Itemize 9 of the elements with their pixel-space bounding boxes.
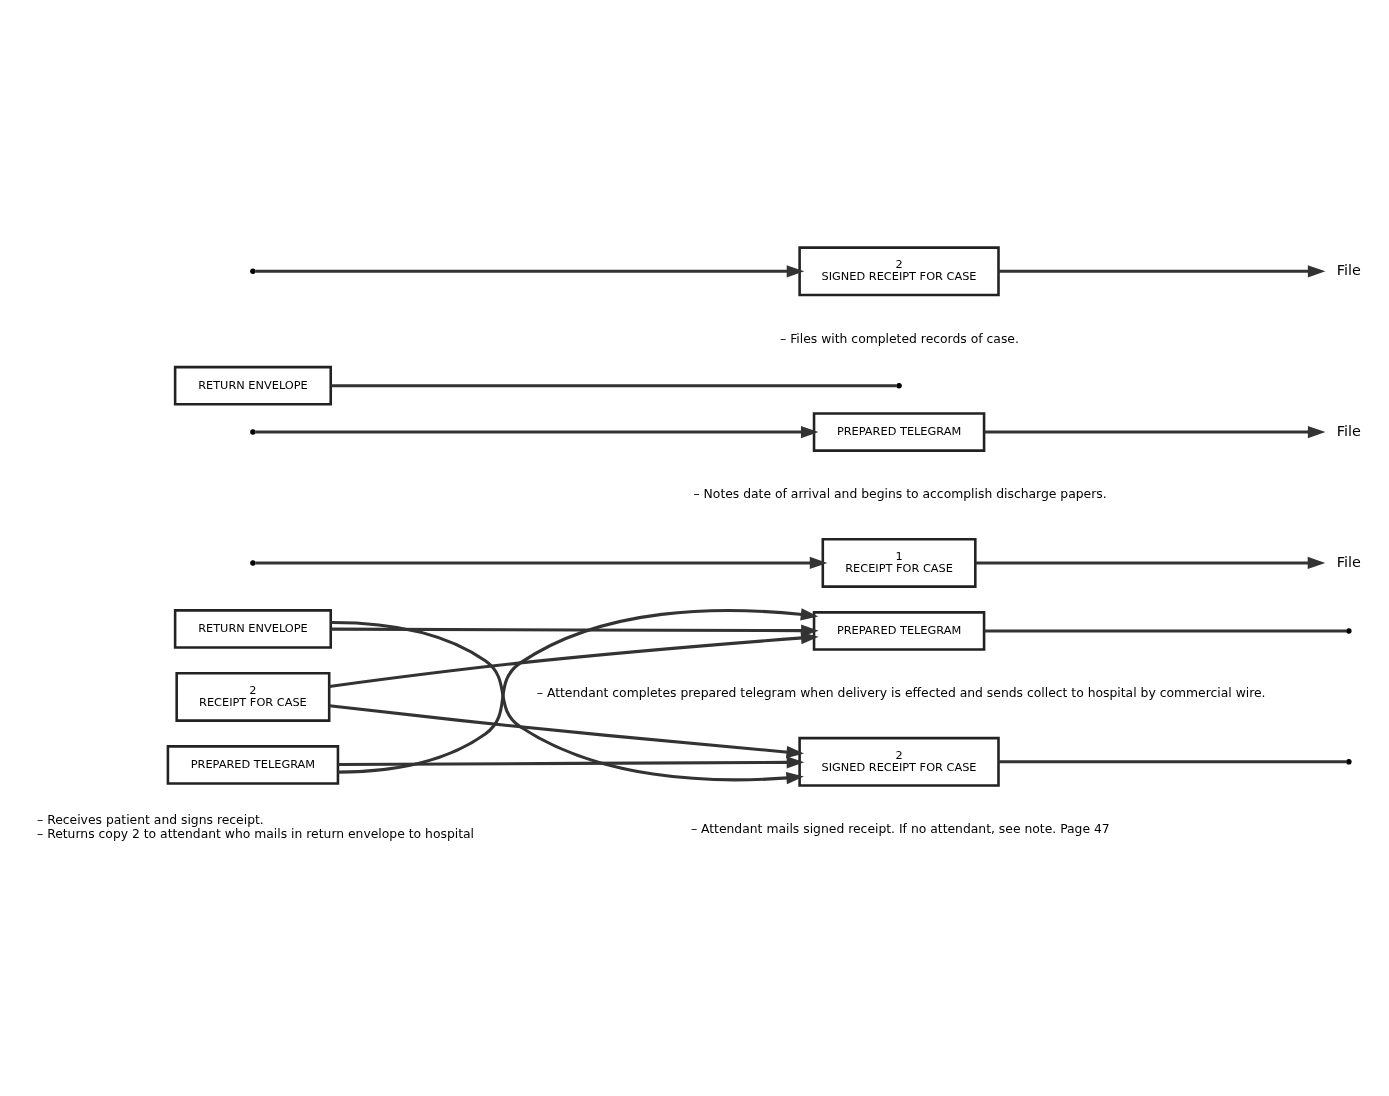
node-label: – Receives patient and signs receipt. bbox=[37, 813, 264, 828]
node-text: File bbox=[1336, 422, 1361, 439]
node-label: – Attendant mails signed receipt. If no attendant, see note. Page 47 bbox=[690, 822, 1110, 837]
node-text: File bbox=[1336, 553, 1361, 570]
node-label: – Attendant completes prepared telegram when delivery is effected and sends collect to hospital by commercial wire. bbox=[536, 686, 1266, 701]
node-label: – Files with completed records of case. bbox=[780, 331, 1019, 346]
node-label: – Returns copy 2 to attendant who mails in return envelope to hospital bbox=[37, 826, 475, 841]
node-label: – Notes date of arrival and begins to accomplish discharge papers. bbox=[693, 487, 1107, 502]
node-text: File bbox=[1336, 262, 1361, 279]
